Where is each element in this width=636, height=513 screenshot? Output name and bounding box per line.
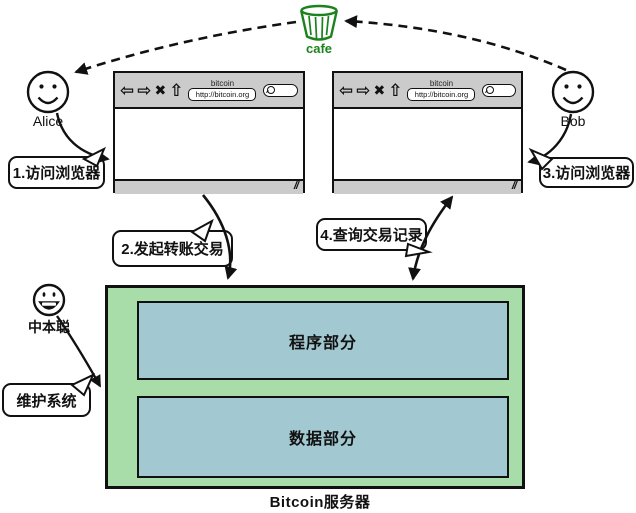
search-icon bbox=[267, 86, 276, 94]
bubble-step4: 4.查询交易记录 bbox=[316, 218, 427, 251]
browser-toolbar: ⇦ ⇨ ✖ ⇧ bitcoin http://bitcoin.org bbox=[115, 73, 303, 109]
url-bar[interactable]: http://bitcoin.org bbox=[407, 88, 476, 101]
url-bar[interactable]: http://bitcoin.org bbox=[188, 88, 257, 101]
satoshi-label: 中本聪 bbox=[28, 319, 70, 335]
browser-toolbar: ⇦ ⇨ ✖ ⇧ bitcoin http://bitcoin.org bbox=[334, 73, 521, 109]
search-icon bbox=[486, 86, 495, 94]
bob-face bbox=[551, 70, 595, 114]
browser-content bbox=[334, 109, 521, 179]
back-icon[interactable]: ⇦ bbox=[120, 80, 135, 100]
satoshi-face bbox=[32, 283, 66, 317]
bitcoin-server-box: 程序部分 数据部分 bbox=[105, 285, 525, 489]
browser-window-bob: ⇦ ⇨ ✖ ⇧ bitcoin http://bitcoin.org // bbox=[332, 71, 523, 194]
cafe-label: cafe bbox=[305, 41, 333, 56]
browser-title: bitcoin bbox=[429, 79, 454, 88]
browser-title: bitcoin bbox=[210, 79, 235, 88]
server-caption: Bitcoin服务器 bbox=[269, 494, 371, 511]
arrow-cafe-to-alice bbox=[74, 20, 297, 75]
bubble-step2: 2.发起转账交易 bbox=[112, 230, 233, 267]
stop-icon[interactable]: ✖ bbox=[154, 82, 167, 98]
browser-statusbar: // bbox=[334, 179, 521, 194]
bubble-step3: 3.访问浏览器 bbox=[539, 157, 634, 188]
cafe-cup-icon bbox=[300, 4, 338, 41]
bubble-maintain: 维护系统 bbox=[2, 383, 91, 417]
forward-icon[interactable]: ⇨ bbox=[356, 80, 371, 100]
back-icon[interactable]: ⇦ bbox=[339, 80, 354, 100]
resize-handle-icon[interactable]: // bbox=[293, 180, 299, 192]
server-data-part: 数据部分 bbox=[137, 396, 509, 478]
browser-content bbox=[115, 109, 303, 179]
server-program-part: 程序部分 bbox=[137, 301, 509, 380]
search-box[interactable] bbox=[482, 83, 516, 97]
browser-window-alice: ⇦ ⇨ ✖ ⇧ bitcoin http://bitcoin.org // bbox=[113, 71, 305, 194]
alice-label: Alice bbox=[32, 113, 64, 129]
forward-icon[interactable]: ⇨ bbox=[137, 80, 152, 100]
stop-icon[interactable]: ✖ bbox=[373, 82, 386, 98]
alice-face bbox=[26, 70, 70, 114]
home-icon[interactable]: ⇧ bbox=[169, 80, 184, 100]
bob-label: Bob bbox=[560, 113, 586, 129]
home-icon[interactable]: ⇧ bbox=[388, 80, 403, 100]
arrow-bob-to-cafe bbox=[344, 15, 567, 72]
resize-handle-icon[interactable]: // bbox=[511, 180, 517, 192]
search-box[interactable] bbox=[263, 83, 298, 97]
browser-statusbar: // bbox=[115, 179, 303, 194]
bubble-step1: 1.访问浏览器 bbox=[8, 156, 105, 189]
